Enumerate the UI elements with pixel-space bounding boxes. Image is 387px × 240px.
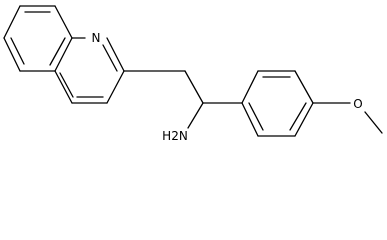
- bond: [364, 111, 383, 134]
- bond: [241, 102, 259, 137]
- bond: [3, 5, 21, 39]
- bond: [54, 37, 73, 72]
- bond: [106, 37, 125, 72]
- methoxy-group: [312, 102, 383, 134]
- bond: [241, 70, 259, 104]
- bond: [106, 70, 125, 104]
- bond: [187, 102, 204, 129]
- bond: [3, 37, 21, 72]
- double-bond-inner: [59, 72, 74, 98]
- bond: [294, 102, 314, 137]
- ring-nitrogen-label: N: [92, 31, 101, 45]
- bond: [184, 70, 204, 104]
- double-bond-inner: [289, 102, 307, 131]
- double-bond-inner: [248, 102, 264, 131]
- bond: [54, 70, 73, 104]
- double-bond-inner: [10, 37, 25, 65]
- molecule-structure: N H2N O: [3, 5, 383, 143]
- bond: [294, 70, 314, 104]
- double-bond-inner: [102, 44, 118, 72]
- ether-oxygen-label: O: [353, 97, 362, 111]
- ethylamine-chain: [123, 70, 243, 129]
- amine-label: H2N: [162, 129, 188, 143]
- methoxyphenyl-ring: [241, 70, 314, 137]
- quinoline-ring: [3, 5, 125, 104]
- bond: [54, 5, 73, 39]
- double-bond-inner: [49, 37, 66, 66]
